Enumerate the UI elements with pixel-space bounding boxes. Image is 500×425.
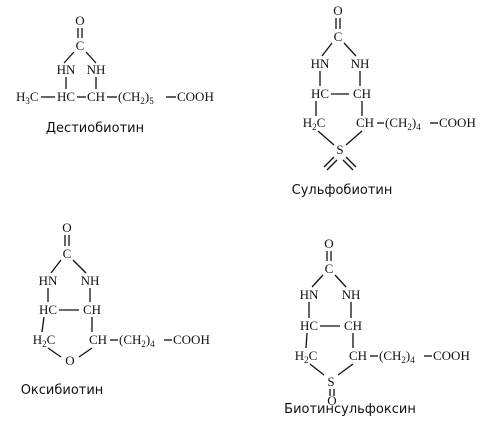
bond	[345, 130, 363, 146]
carboxyl: COOH	[439, 115, 476, 130]
nh-right: NH	[351, 56, 370, 71]
ring-oxygen: O	[65, 353, 74, 368]
structure-caption: Биотинсульфоксин	[284, 402, 416, 417]
bond	[317, 130, 335, 146]
ch-left: HC	[57, 89, 75, 104]
carboxyl: COOH	[173, 332, 210, 347]
bond	[47, 347, 62, 358]
ring-ch2: H2C	[295, 348, 318, 365]
ch-left: HC	[300, 318, 318, 333]
ch-side: CH	[349, 348, 367, 363]
ch-left: HC	[39, 302, 57, 317]
bond	[305, 332, 308, 349]
nh-right: NH	[87, 62, 106, 77]
bond	[334, 274, 347, 288]
nh-left: HN	[39, 273, 58, 288]
structure-destiobiotin: O C HN NH H3C HC CH (CH2)5 COOH Дестиоби…	[16, 13, 214, 136]
ch-right: CH	[83, 302, 101, 317]
bond	[85, 51, 97, 64]
structure-caption: Дестиобиотин	[46, 121, 144, 136]
carbonyl-oxygen: O	[62, 220, 71, 235]
nh-left: HN	[300, 287, 319, 302]
bond	[63, 51, 75, 64]
nh-right: NH	[342, 287, 361, 302]
carbonyl-carbon: C	[76, 38, 85, 53]
nh-left: HN	[311, 56, 330, 71]
structure-biotin-sulfoxide: O C HN NH HC CH H2C CH (CH2)4 COOH S O Б…	[284, 236, 470, 417]
side-chain: (CH2)5	[118, 89, 154, 106]
sulfone-double-bond	[323, 156, 335, 168]
carboxyl: COOH	[433, 348, 470, 363]
ring-ch2: H2C	[33, 332, 56, 349]
nh-left: HN	[57, 62, 76, 77]
bond	[309, 363, 325, 376]
bond	[337, 363, 354, 376]
ch-left: HC	[311, 86, 329, 101]
bond	[311, 274, 324, 288]
carbonyl-carbon: C	[334, 29, 343, 44]
bond	[321, 42, 333, 57]
ch-right: CH	[353, 86, 371, 101]
side-chain: (CH2)4	[379, 348, 415, 365]
structure-oxybiotin: O C HN NH HC CH H2C CH (CH2)4 COOH O Окс…	[21, 220, 210, 398]
side-chain: (CH2)4	[119, 332, 155, 349]
sulfone-double-bond	[345, 156, 357, 168]
carbonyl-oxygen: O	[333, 3, 342, 18]
bond	[50, 259, 62, 274]
methyl: H3C	[16, 89, 39, 106]
sulfone-double-bond	[326, 159, 338, 171]
sulfoxide-oxygen: O	[327, 393, 336, 408]
bond	[41, 316, 45, 333]
structure-caption: Сульфобиотин	[292, 183, 393, 198]
nh-right: NH	[81, 273, 100, 288]
bond	[343, 42, 357, 57]
carboxyl: COOH	[177, 89, 214, 104]
carbonyl-oxygen: O	[75, 13, 84, 28]
structure-sulfobiotin: O C HN NH HC CH H2C CH (CH2)4 COOH S Сул…	[292, 3, 476, 198]
carbonyl-carbon: C	[63, 246, 72, 261]
bond	[78, 347, 93, 358]
sulfone-double-bond	[342, 159, 354, 171]
ch-side: CH	[356, 115, 374, 130]
bond	[72, 259, 87, 274]
ch-side: CH	[89, 332, 107, 347]
ch-right: CH	[344, 318, 362, 333]
carbonyl-carbon: C	[325, 261, 334, 276]
ring-ch2: H2C	[303, 115, 326, 132]
ring-sulfur: S	[327, 374, 334, 389]
side-chain: (CH2)4	[385, 115, 421, 132]
ring-sulfur: S	[336, 142, 343, 157]
carbonyl-oxygen: O	[324, 236, 333, 251]
structure-caption: Оксибиотин	[21, 383, 104, 398]
ch-right: CH	[87, 89, 105, 104]
